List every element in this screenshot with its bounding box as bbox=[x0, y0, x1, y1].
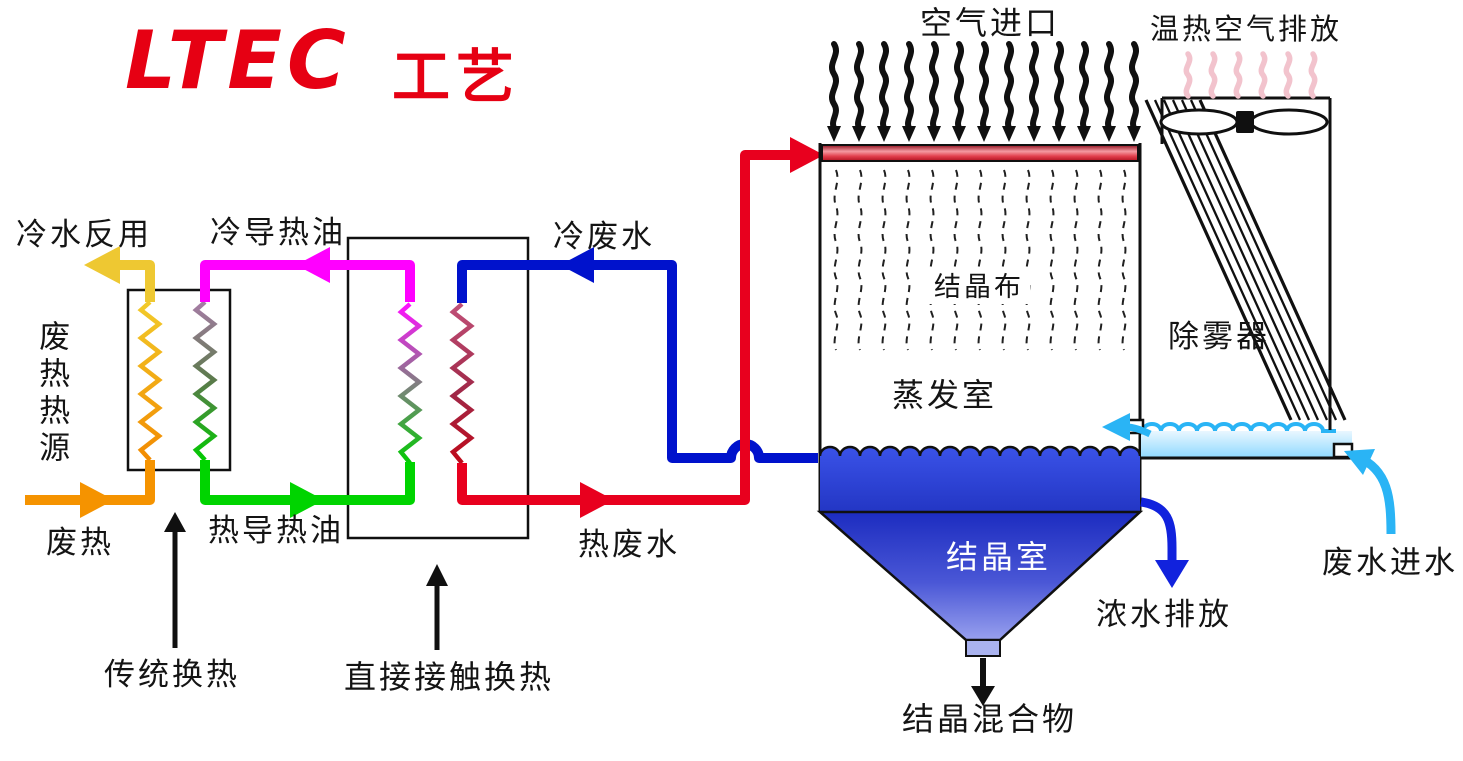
logo-brand: LTEC bbox=[125, 14, 351, 107]
warm-air-exhaust-waves bbox=[1186, 54, 1314, 96]
evaporation-chamber bbox=[818, 143, 1142, 512]
logo-suffix: 工艺 bbox=[392, 43, 521, 111]
chamber-water bbox=[820, 447, 1140, 512]
label-hot-wastewater: 热废水 bbox=[578, 527, 680, 563]
demister-mesh bbox=[1144, 99, 1347, 421]
label-waste-heat-source: 废热热源 bbox=[33, 320, 70, 468]
crystal-cloth-curtains bbox=[833, 169, 1127, 351]
cold-water-reuse-pipe bbox=[84, 246, 155, 302]
wastewater-channel bbox=[1102, 413, 1354, 460]
cold-oil-pipe bbox=[200, 247, 415, 302]
traditional-hx-pointer-arrow bbox=[164, 512, 186, 648]
label-hot-oil: 热导热油 bbox=[208, 513, 344, 549]
label-traditional-hx: 传统换热 bbox=[104, 657, 240, 693]
fan-icon bbox=[1159, 108, 1329, 136]
label-cold-wastewater: 冷废水 bbox=[553, 219, 655, 255]
traditional-heat-exchanger-box bbox=[126, 288, 232, 472]
label-crystal-room: 结晶室 bbox=[946, 538, 1052, 576]
crystal-mixture-arrow bbox=[971, 658, 995, 706]
label-concentrated-water: 浓水排放 bbox=[1096, 597, 1232, 633]
hot-oil-pipe bbox=[200, 460, 415, 518]
label-crystal-mixture: 结晶混合物 bbox=[902, 700, 1078, 738]
direct-contact-heat-exchanger-box bbox=[346, 236, 530, 540]
spray-into-chamber-arrow bbox=[1102, 413, 1152, 441]
heated-distributor-bar bbox=[821, 144, 1139, 162]
label-demister: 除雾器 bbox=[1168, 319, 1270, 355]
label-evaporation-room: 蒸发室 bbox=[892, 376, 998, 414]
exhaust-duct bbox=[1160, 96, 1332, 430]
label-warm-air-out: 温热空气排放 bbox=[1150, 12, 1343, 46]
label-wastewater-in: 废水进水 bbox=[1322, 545, 1458, 581]
air-inlet-arrows bbox=[827, 44, 1141, 142]
label-direct-hx: 直接接触换热 bbox=[344, 658, 555, 696]
label-air-inlet: 空气进口 bbox=[920, 4, 1061, 42]
direct-hx-pointer-arrow bbox=[426, 564, 448, 650]
waste-heat-pipe bbox=[25, 460, 155, 518]
label-crystal-cloth: 结晶布 bbox=[928, 272, 1030, 304]
label-cold-water-reuse: 冷水反用 bbox=[16, 217, 152, 253]
wastewater-inlet-pipe bbox=[1344, 449, 1396, 535]
concentrated-water-pipe bbox=[1140, 497, 1189, 588]
label-cold-oil: 冷导热油 bbox=[210, 215, 346, 251]
label-waste-heat: 废热 bbox=[46, 525, 114, 561]
crystallization-hopper bbox=[816, 510, 1144, 706]
hot-wastewater-pipe bbox=[457, 137, 824, 518]
